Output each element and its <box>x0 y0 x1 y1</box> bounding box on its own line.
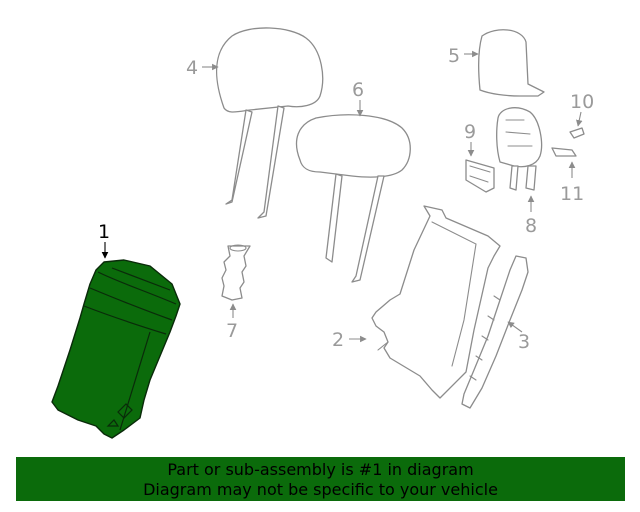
callout-4: 4 <box>186 57 198 79</box>
part-8-guide <box>496 107 543 191</box>
part-10-clip <box>569 127 585 139</box>
part-7-plug <box>221 244 251 301</box>
banner-line-2: Diagram may not be specific to your vehi… <box>143 480 498 499</box>
info-banner: Part or sub-assembly is #1 in diagram Di… <box>16 457 625 501</box>
callout-1: 1 <box>98 221 110 243</box>
part-6-headrest <box>295 114 411 283</box>
part-3-strip <box>461 255 529 409</box>
part-5-cover <box>478 29 545 97</box>
part-2-panel <box>371 205 501 399</box>
callout-2: 2 <box>332 329 344 351</box>
callout-11: 11 <box>560 183 584 205</box>
part-9-bracket <box>465 159 495 193</box>
part-1-cushion <box>51 259 181 439</box>
callout-7: 7 <box>226 320 238 342</box>
callout-6: 6 <box>352 79 364 101</box>
callout-5: 5 <box>448 45 460 67</box>
part-4-headrest <box>216 27 324 219</box>
part-11-clip <box>551 147 577 157</box>
callout-9: 9 <box>464 121 476 143</box>
parts-diagram: 4 6 5 8 9 10 11 7 <box>51 27 594 439</box>
callout-3: 3 <box>518 331 530 353</box>
callout-8: 8 <box>525 215 537 237</box>
banner-line-1: Part or sub-assembly is #1 in diagram <box>167 460 474 479</box>
callout-10: 10 <box>570 91 594 113</box>
